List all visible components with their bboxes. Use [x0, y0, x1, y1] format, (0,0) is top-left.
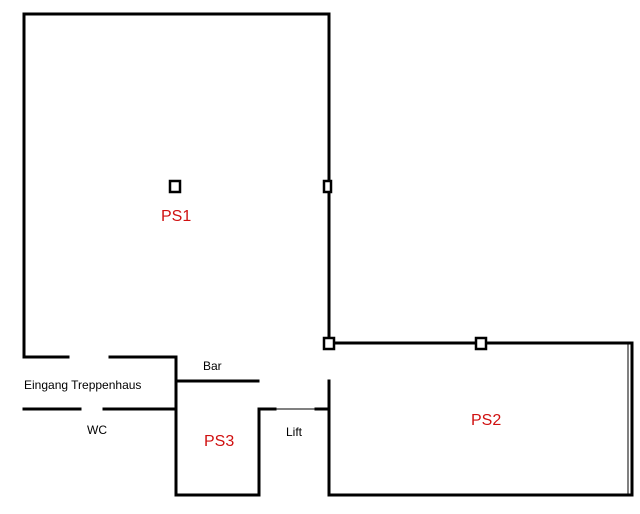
pillar-ps2-top	[474, 336, 488, 351]
ps1-label: PS1	[161, 208, 191, 225]
entrance-label: Eingang Treppenhaus	[24, 378, 141, 392]
ps3-walls	[174, 355, 277, 497]
lift-label: Lift	[286, 425, 303, 439]
ps1-walls	[22, 12, 331, 359]
ps3-label: PS3	[204, 433, 234, 450]
pillar-ps1-right-wall	[322, 179, 333, 194]
bar-label: Bar	[203, 359, 222, 373]
pillar-corner	[322, 336, 336, 351]
wc-label: WC	[87, 423, 107, 437]
pillar-ps1-center	[168, 179, 182, 194]
ps2-label: PS2	[471, 412, 501, 429]
corridor-walls	[22, 379, 260, 411]
pillars	[168, 179, 488, 351]
